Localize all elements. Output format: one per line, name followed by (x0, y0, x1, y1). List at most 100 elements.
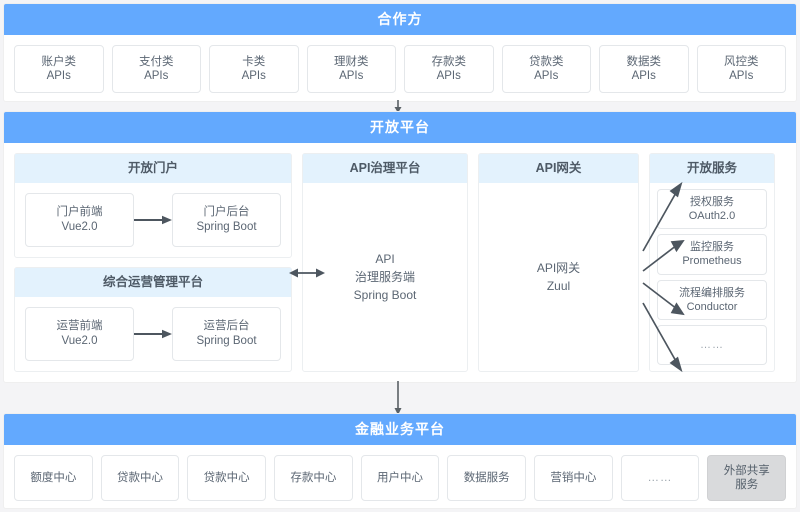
portal-frontend-tech: Vue2.0 (61, 221, 98, 233)
api-category-label: 贷款类 (529, 56, 564, 68)
open-service-name: 授权服务 (690, 196, 734, 209)
business-center-label: 存款中心 (290, 472, 337, 484)
business-center-label: 额度中心 (30, 472, 77, 484)
api-governance-column: API治理平台 API 治理服务端 Spring Boot (302, 153, 468, 372)
operation-platform-panel: 综合运营管理平台 运营前端 Vue2.0 (14, 267, 292, 372)
operation-backend-box[interactable]: 运营后台 Spring Boot (172, 307, 281, 361)
api-governance-body[interactable]: API 治理服务端 Spring Boot (303, 183, 467, 371)
operation-frontend-box[interactable]: 运营前端 Vue2.0 (25, 307, 134, 361)
open-portal-components: 门户前端 Vue2.0 门户后台 Spring Boot (15, 183, 291, 257)
api-category-box[interactable]: 支付类 APIs (111, 45, 201, 93)
open-services-list: 授权服务 OAuth2.0 监控服务 Prometheus 流程编排服务 Con… (650, 183, 774, 371)
api-category-box[interactable]: 卡类 APIs (209, 45, 299, 93)
arrow-partner-to-platform (389, 100, 407, 113)
business-center-label: 贷款中心 (117, 472, 163, 484)
api-gateway-body[interactable]: API网关 Zuul (479, 183, 638, 371)
open-service-box[interactable]: …… (657, 324, 767, 365)
api-category-label: 存款类 (431, 56, 467, 68)
business-center-label: 贷款中心 (203, 472, 250, 484)
open-service-box[interactable]: 授权服务 OAuth2.0 (657, 189, 767, 230)
business-platform-section-title: 金融业务平台 (4, 414, 796, 445)
api-category-label: 账户类 (41, 56, 77, 68)
open-service-name: …… (700, 338, 724, 351)
arrow-portal-frontend-to-backend (134, 214, 172, 226)
portal-frontend-name: 门户前端 (56, 206, 103, 218)
open-service-name: 流程编排服务 (679, 286, 745, 299)
operation-backend-name: 运营后台 (203, 320, 250, 332)
open-service-box[interactable]: 监控服务 Prometheus (657, 234, 767, 275)
api-kind-label: APIs (241, 70, 266, 82)
open-service-name: 监控服务 (690, 241, 734, 254)
api-governance-line3: Spring Boot (353, 288, 417, 302)
api-kind-label: APIs (631, 70, 656, 82)
open-portal-panel: 开放门户 门户前端 Vue2.0 门 (14, 153, 292, 258)
api-category-box[interactable]: 数据类 APIs (599, 45, 689, 93)
business-center-box[interactable]: 营销中心 (534, 455, 613, 501)
external-shared-service-line2: 服务 (735, 479, 759, 491)
open-services-title: 开放服务 (650, 154, 774, 183)
operation-platform-components: 运营前端 Vue2.0 运营后台 Spring Boot (15, 297, 291, 371)
api-kind-label: APIs (436, 70, 461, 82)
business-center-box[interactable]: …… (620, 455, 700, 501)
api-category-box[interactable]: 账户类 APIs (14, 45, 104, 93)
api-gateway-line2: Zuul (546, 279, 571, 293)
business-center-label: 营销中心 (550, 472, 597, 484)
business-center-label: 用户中心 (377, 472, 424, 484)
api-governance-title: API治理平台 (303, 154, 467, 183)
operation-platform-title: 综合运营管理平台 (15, 268, 291, 297)
api-category-box[interactable]: 理财类 APIs (306, 45, 396, 93)
api-kind-label: APIs (729, 70, 754, 82)
open-service-tech: Prometheus (682, 255, 742, 268)
partner-section: 合作方 账户类 APIs 支付类 APIs 卡类 APIs 理财类 APIs 存… (4, 4, 796, 101)
business-center-box[interactable]: 贷款中心 (100, 455, 180, 501)
external-shared-service-line1: 外部共享 (723, 465, 770, 477)
portal-backend-tech: Spring Boot (196, 221, 257, 233)
business-center-label: …… (647, 472, 673, 484)
operation-frontend-tech: Vue2.0 (61, 335, 98, 347)
api-category-box[interactable]: 风控类 APIs (696, 45, 786, 93)
api-category-box[interactable]: 贷款类 APIs (501, 45, 591, 93)
portal-backend-name: 门户后台 (203, 206, 250, 218)
portal-frontend-box[interactable]: 门户前端 Vue2.0 (25, 193, 134, 247)
open-services-column: 开放服务 授权服务 OAuth2.0 监控服务 Prometheus 流程编排服… (649, 153, 775, 372)
arrows-gateway-to-services (641, 179, 686, 379)
api-category-label: 风控类 (724, 56, 759, 68)
business-center-label: 数据服务 (463, 472, 510, 484)
business-platform-section: 金融业务平台 额度中心 贷款中心 贷款中心 存款中心 用户中心 数据服务 营销中… (4, 414, 796, 508)
arrow-operation-frontend-to-backend (134, 328, 172, 340)
arrow-platform-to-business (389, 381, 407, 415)
api-category-box[interactable]: 存款类 APIs (404, 45, 494, 93)
open-service-tech: OAuth2.0 (688, 210, 736, 223)
partner-api-list: 账户类 APIs 支付类 APIs 卡类 APIs 理财类 APIs 存款类 A… (4, 35, 796, 93)
portal-backend-box[interactable]: 门户后台 Spring Boot (172, 193, 281, 247)
api-category-label: 卡类 (242, 56, 266, 68)
partner-section-title: 合作方 (4, 4, 796, 35)
api-category-label: 支付类 (139, 56, 174, 68)
operation-frontend-name: 运营前端 (56, 320, 103, 332)
api-kind-label: APIs (46, 70, 71, 82)
open-portal-title: 开放门户 (15, 154, 291, 183)
business-center-box[interactable]: 额度中心 (14, 455, 93, 501)
api-governance-line2: 治理服务端 (354, 270, 415, 284)
business-center-box[interactable]: 用户中心 (360, 455, 440, 501)
api-category-label: 理财类 (334, 56, 369, 68)
api-governance-line1: API (375, 252, 395, 266)
operation-backend-tech: Spring Boot (196, 335, 257, 347)
arrow-governance-gateway-bidirectional (289, 266, 325, 280)
api-kind-label: APIs (339, 70, 364, 82)
open-platform-columns: 开放门户 门户前端 Vue2.0 门 (4, 143, 796, 382)
api-gateway-line1: API网关 (536, 261, 581, 275)
portal-column: 开放门户 门户前端 Vue2.0 门 (14, 153, 292, 372)
business-center-list: 额度中心 贷款中心 贷款中心 存款中心 用户中心 数据服务 营销中心 …… (4, 445, 796, 501)
external-shared-service-box[interactable]: 外部共享 服务 (707, 455, 787, 501)
api-kind-label: APIs (534, 70, 559, 82)
open-platform-section-title: 开放平台 (4, 112, 796, 143)
api-gateway-title: API网关 (479, 154, 638, 183)
open-service-tech: Conductor (686, 300, 738, 313)
business-center-box[interactable]: 存款中心 (274, 455, 353, 501)
api-category-label: 数据类 (626, 56, 662, 68)
business-center-box[interactable]: 贷款中心 (187, 455, 267, 501)
api-kind-label: APIs (144, 70, 169, 82)
business-center-box[interactable]: 数据服务 (447, 455, 527, 501)
